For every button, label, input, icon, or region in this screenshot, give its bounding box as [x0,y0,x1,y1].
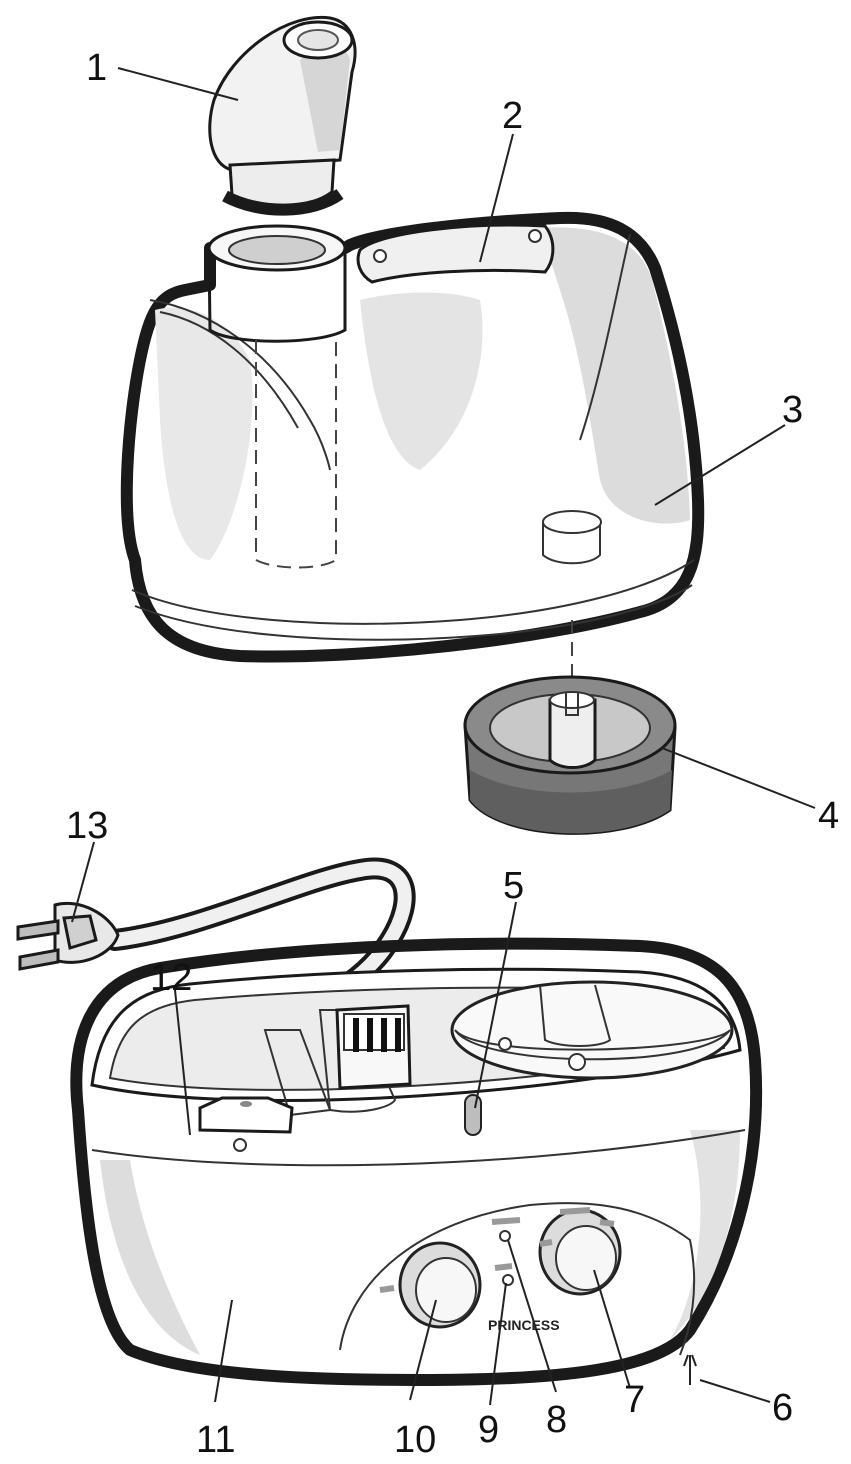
callout-10: 10 [394,1419,436,1461]
callout-1: 1 [86,47,107,89]
brand-logo: PRINCESS [488,1317,560,1333]
callout-13: 13 [66,805,108,847]
callout-8: 8 [546,1399,567,1441]
water-tank-part [120,211,705,663]
base-unit-part: PRINCESS [70,937,763,1386]
callout-6: 6 [772,1387,793,1429]
valve-cap-part [463,675,677,835]
callout-4: 4 [818,795,839,837]
callout-11: 11 [196,1419,235,1461]
callout-labels: 1 2 3 4 5 6 7 8 9 10 11 12 13 [66,47,839,1461]
callout-7: 7 [624,1379,645,1421]
filler-lid-part [356,223,555,284]
nozzle-part [208,15,357,216]
callout-5: 5 [503,865,524,907]
callout-2: 2 [502,95,523,137]
callout-12: 12 [150,957,192,999]
callout-9: 9 [478,1409,499,1451]
callout-3: 3 [782,389,803,431]
leader-lines [71,67,816,1406]
